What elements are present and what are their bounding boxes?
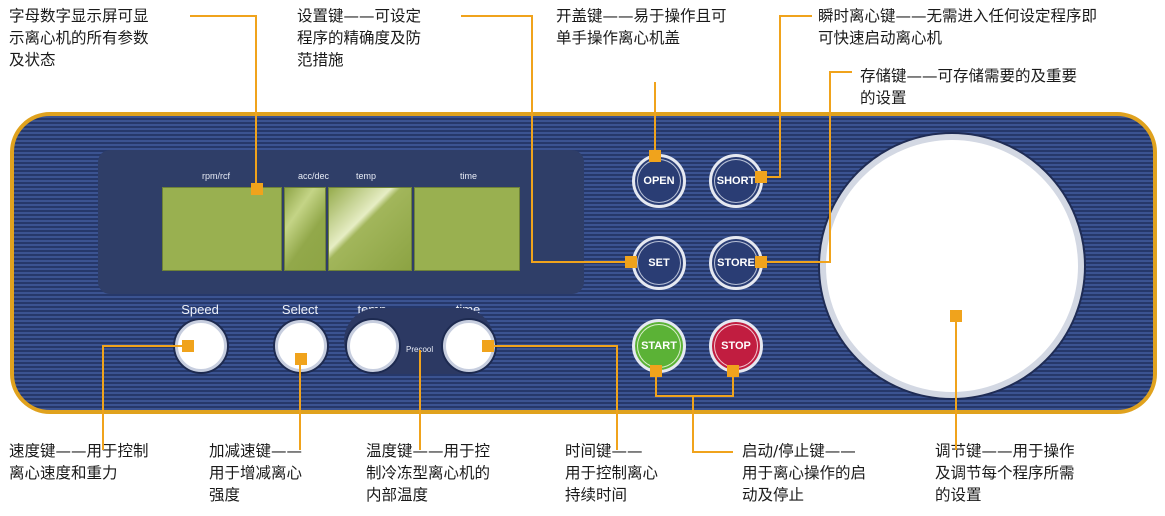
select-label: Select — [281, 302, 319, 317]
marker-dial — [950, 310, 962, 322]
stop-button-label: STOP — [721, 340, 751, 352]
leader-speed — [102, 345, 188, 450]
callout-set: 设置键——可设定 程序的精确度及防 范措施 — [297, 7, 422, 69]
set-button[interactable]: SET — [632, 236, 686, 290]
leader-short — [760, 15, 812, 178]
lcd-label-time: time — [460, 171, 478, 181]
precool-label: Precool — [406, 345, 434, 354]
temp-button[interactable] — [347, 320, 399, 372]
lcd-label-acc: acc/dec — [298, 171, 330, 181]
callout-open: 开盖键——易于操作且可 单手操作离心机盖 — [556, 7, 727, 47]
callout-display: 字母数字显示屏可显 示离心机的所有参数 及状态 — [9, 7, 149, 69]
set-button-label: SET — [648, 257, 670, 269]
callout-startstop: 启动/停止键—— 用于离心操作的启 动及停止 — [742, 442, 867, 504]
lcd-rpm — [162, 187, 282, 271]
callout-short: 瞬时离心键——无需进入任何设定程序即 可快速启动离心机 — [818, 7, 1098, 47]
lcd-label-temp: temp — [356, 171, 377, 181]
open-button-label: OPEN — [643, 175, 675, 187]
marker-start — [650, 365, 662, 377]
leader-startstop — [655, 371, 734, 453]
callout-speed: 速度键——用于控制 离心速度和重力 — [9, 442, 149, 482]
start-button-label: START — [641, 340, 677, 352]
leader-time — [488, 345, 618, 450]
marker-store — [755, 256, 767, 268]
marker-set — [625, 256, 637, 268]
speed-label: Speed — [181, 302, 219, 317]
store-button[interactable]: STORE — [709, 236, 763, 290]
marker-stop — [727, 365, 739, 377]
control-panel: rpm/rcf acc/dec temp time Speed Select t… — [10, 112, 1157, 414]
marker-select — [295, 353, 307, 365]
short-button-label: SHORT — [716, 175, 756, 187]
marker-speed — [182, 340, 194, 352]
short-button[interactable]: SHORT — [709, 154, 763, 208]
callout-select: 加减速键—— 用于增减离心 强度 — [209, 442, 303, 504]
leader-store — [760, 71, 852, 263]
leader-set — [461, 15, 630, 263]
marker-display — [251, 183, 263, 195]
display-frame: rpm/rcf acc/dec temp time — [98, 150, 584, 294]
callout-temp: 温度键——用于控 制冷冻型离心机的 内部温度 — [366, 442, 491, 504]
lcd-label-rpm: rpm/rcf — [202, 171, 230, 181]
adjustment-dial[interactable] — [820, 134, 1084, 398]
leader-display — [190, 15, 257, 188]
open-button[interactable]: OPEN — [632, 154, 686, 208]
lcd-temp — [328, 187, 412, 271]
marker-time — [482, 340, 494, 352]
callout-store: 存储键——可存储需要的及重要 的设置 — [860, 67, 1078, 107]
callout-dial: 调节键——用于操作 及调节每个程序所需 的设置 — [935, 442, 1075, 504]
lcd-acc — [284, 187, 326, 271]
marker-open — [649, 150, 661, 162]
callout-time: 时间键—— 用于控制离心 持续时间 — [565, 442, 659, 504]
marker-short — [755, 171, 767, 183]
store-button-label: STORE — [717, 257, 755, 269]
lcd-time — [414, 187, 520, 271]
